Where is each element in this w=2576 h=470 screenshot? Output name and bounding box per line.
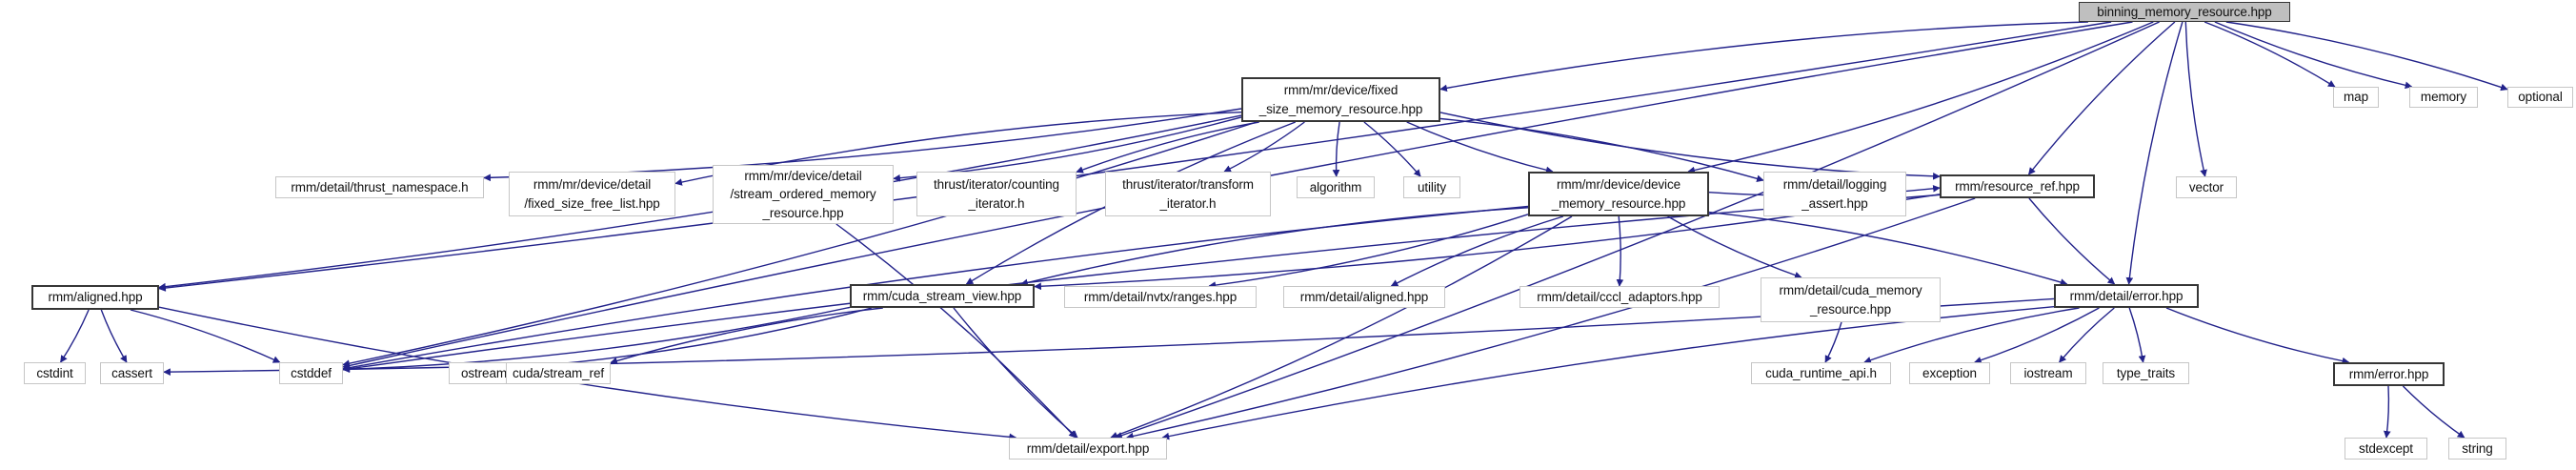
graph-edge-device_mr-to-detail_aligned [1390,215,1564,287]
graph-edge-fixed_size-to-stream_ordered [893,116,1242,182]
graph-node-map[interactable]: map [2333,87,2379,108]
graph-node-cstddef[interactable]: cstddef [279,362,343,384]
graph-edge-cuda_mr-to-cuda_runtime [1824,321,1842,363]
graph-edge-root-to-memory [2214,21,2413,90]
graph-edge-cuda_stream_view-to-ostream [518,307,872,371]
graph-node-vector[interactable]: vector [2176,176,2237,198]
graph-edge-device_mr-to-cuda_mr [1667,215,1802,279]
graph-node-detail_aligned[interactable]: rmm/detail/aligned.hpp [1283,286,1445,308]
graph-node-ostream[interactable]: ostream [449,362,519,384]
graph-node-detail_error[interactable]: rmm/detail/error.hpp [2054,284,2199,308]
graph-edge-root-to-map [2204,21,2336,88]
graph-edge-root-to-fixed_size [1439,21,2088,92]
graph-edge-detail_error-to-iostream [2059,307,2115,363]
graph-edge-rmm_error-to-string [2402,385,2465,439]
graph-node-aligned[interactable]: rmm/aligned.hpp [31,285,159,310]
graph-node-device_mr[interactable]: rmm/mr/device/device _memory_resource.hp… [1528,172,1709,216]
graph-node-optional[interactable]: optional [2507,87,2573,108]
graph-node-cuda_stream_ref[interactable]: cuda/stream_ref [506,362,611,384]
graph-edge-rmm_error-to-stdexcept [2383,385,2391,439]
graph-edge-device_mr-to-detail_error [1708,211,2068,286]
graph-node-rmm_error[interactable]: rmm/error.hpp [2333,362,2445,386]
graph-edge-device_mr-to-nvtx_ranges [1208,214,1529,289]
graph-edge-root-to-detail_error [2125,21,2184,285]
graph-edge-fixed_size-to-transform_iter [1223,121,1305,173]
graph-edge-root-to-device_mr [1687,21,2154,174]
graph-node-cuda_runtime[interactable]: cuda_runtime_api.h [1751,362,1891,384]
graph-edge-fixed_size-to-cstddef [342,121,1258,367]
graph-edge-fixed_size-to-aligned [158,114,1242,291]
graph-node-type_traits[interactable]: type_traits [2103,362,2189,384]
graph-node-exception[interactable]: exception [1909,362,1990,384]
graph-node-nvtx_ranges[interactable]: rmm/detail/nvtx/ranges.hpp [1064,286,1257,308]
graph-edge-aligned-to-cassert [100,309,128,363]
graph-node-cuda_stream_view[interactable]: rmm/cuda_stream_view.hpp [850,284,1035,308]
graph-edge-detail_error-to-type_traits [2128,307,2146,363]
graph-edge-fixed_size-to-counting_iter [1076,121,1259,174]
graph-node-free_list[interactable]: rmm/mr/device/detail /fixed_size_free_li… [509,172,675,216]
graph-node-algorithm[interactable]: algorithm [1297,176,1375,198]
graph-edge-aligned-to-cstddef [130,309,281,363]
graph-edge-fixed_size-to-utility [1363,121,1421,177]
graph-edge-device_mr-to-export [1110,215,1573,439]
graph-edge-detail_error-to-exception [1974,307,2100,364]
graph-edge-root-to-resource_ref [2027,21,2176,175]
graph-node-export[interactable]: rmm/detail/export.hpp [1009,438,1167,460]
graph-edge-aligned-to-cstdint [60,309,90,363]
graph-edge-cuda_stream_view-to-cuda_stream_ref [610,307,883,365]
graph-edge-root-to-vector [2184,21,2207,177]
graph-node-fixed_size[interactable]: rmm/mr/device/fixed _size_memory_resourc… [1241,77,1440,122]
graph-node-cassert[interactable]: cassert [100,362,164,384]
graph-edge-device_mr-to-cuda_stream_view [1020,207,1529,287]
graph-node-thrust_ns[interactable]: rmm/detail/thrust_namespace.h [275,176,484,198]
graph-node-stdexcept[interactable]: stdexcept [2345,438,2427,460]
graph-node-utility[interactable]: utility [1403,176,1460,198]
graph-node-iostream[interactable]: iostream [2010,362,2086,384]
graph-edge-root-to-aligned [158,21,2112,292]
graph-edge-resource_ref-to-detail_error [2028,197,2116,285]
graph-edge-cuda_stream_view-to-cstddef [342,306,851,374]
graph-node-memory[interactable]: memory [2409,87,2478,108]
graph-edge-root-to-optional [2225,21,2508,92]
graph-node-resource_ref[interactable]: rmm/resource_ref.hpp [1940,174,2095,198]
graph-node-logging_assert[interactable]: rmm/detail/logging _assert.hpp [1763,172,1906,216]
graph-node-root[interactable]: binning_memory_resource.hpp [2079,2,2290,22]
graph-node-cccl_adaptors[interactable]: rmm/detail/cccl_adaptors.hpp [1519,286,1720,308]
graph-edge-device_mr-to-cccl_adaptors [1616,215,1624,287]
graph-node-stream_ordered[interactable]: rmm/mr/device/detail /stream_ordered_mem… [713,165,894,224]
graph-edge-fixed_size-to-device_mr [1406,121,1554,174]
graph-edge-fixed_size-to-resource_ref [1439,112,1941,180]
graph-node-transform_iter[interactable]: thrust/iterator/transform _iterator.h [1105,172,1271,216]
graph-edge-cuda_stream_view-to-export [953,307,1078,439]
graph-node-string[interactable]: string [2448,438,2506,460]
graph-edge-resource_ref-to-cstddef [342,194,1941,373]
graph-node-counting_iter[interactable]: thrust/iterator/counting _iterator.h [916,172,1077,216]
graph-node-cuda_mr[interactable]: rmm/detail/cuda_memory _resource.hpp [1761,277,1941,322]
graph-edge-detail_error-to-rmm_error [2165,307,2350,365]
graph-edge-fixed_size-to-algorithm [1332,121,1340,177]
graph-edge-stream_ordered-to-export [835,223,1077,439]
graph-node-cstdint[interactable]: cstdint [24,362,86,384]
